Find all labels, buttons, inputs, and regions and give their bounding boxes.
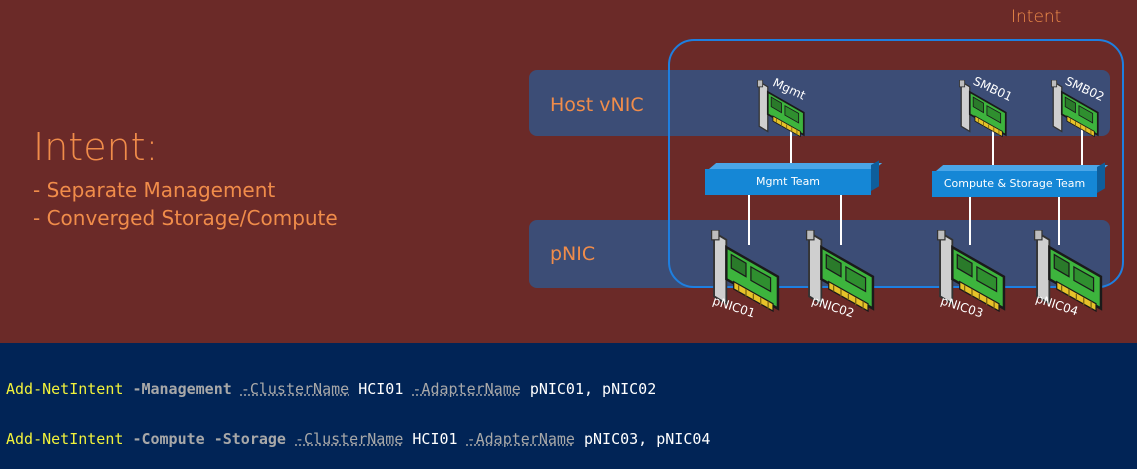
wire-mgmt-vnic xyxy=(790,128,792,168)
adapter-value: pNIC03, pNIC04 xyxy=(584,430,711,448)
switch-params: -Management xyxy=(132,380,232,398)
intent-box-label: Intent xyxy=(1011,7,1062,27)
cluster-value: HCI01 xyxy=(412,430,458,448)
vnic-smb02: SMB02 xyxy=(1048,74,1106,144)
intent-item-converged: - Converged Storage/Compute xyxy=(33,206,338,230)
host-vnic-band xyxy=(529,70,1110,136)
cluster-param: -ClusterName xyxy=(240,380,350,398)
wire-smb02-vnic xyxy=(1081,128,1083,170)
pnic-01: pNIC01 xyxy=(700,230,792,320)
adapter-value: pNIC01, pNIC02 xyxy=(529,380,657,398)
cluster-param: -ClusterName xyxy=(295,430,404,448)
intent-heading: Intent: xyxy=(33,125,159,169)
wire-pnic04 xyxy=(1058,197,1060,245)
wire-pnic03 xyxy=(969,197,971,245)
pnic-04: pNIC04 xyxy=(1023,230,1115,320)
wire-pnic01 xyxy=(748,195,750,245)
cmdlet: Add-NetIntent xyxy=(6,430,124,448)
code-line-1: Add-NetIntent -Management -ClusterName H… xyxy=(6,379,656,399)
switch-params: -Compute -Storage xyxy=(132,430,286,448)
compute-storage-team: Compute & Storage Team xyxy=(932,162,1109,197)
adapter-param: -AdapterName xyxy=(412,380,521,398)
code-line-2: Add-NetIntent -Compute -Storage -Cluster… xyxy=(6,429,710,449)
slide-area: Intent: - Separate Management - Converge… xyxy=(33,7,1124,321)
intent-list: - Separate Management - Converged Storag… xyxy=(33,176,338,232)
host-vnic-label: Host vNIC xyxy=(550,94,644,116)
pnic-02: pNIC02 xyxy=(795,230,887,320)
vnic-mgmt: Mgmt xyxy=(754,75,809,144)
cmdlet: Add-NetIntent xyxy=(6,380,124,398)
pnic-label: pNIC xyxy=(550,243,596,265)
intent-item-management: - Separate Management xyxy=(33,178,276,202)
mgmt-team-label: Mgmt Team xyxy=(755,175,821,188)
adapter-param: -AdapterName xyxy=(466,430,575,448)
pnic-03: pNIC03 xyxy=(926,230,1018,320)
vnic-smb01: SMB01 xyxy=(956,74,1014,144)
compute-storage-team-label: Compute & Storage Team xyxy=(943,177,1086,190)
powershell-console: Add-NetIntent -Management -ClusterName H… xyxy=(0,343,1137,469)
wire-smb01-vnic xyxy=(992,128,994,170)
intent-boundary xyxy=(668,39,1124,288)
mgmt-team: Mgmt Team xyxy=(705,160,883,195)
cluster-value: HCI01 xyxy=(358,380,404,398)
wire-pnic02 xyxy=(840,195,842,245)
